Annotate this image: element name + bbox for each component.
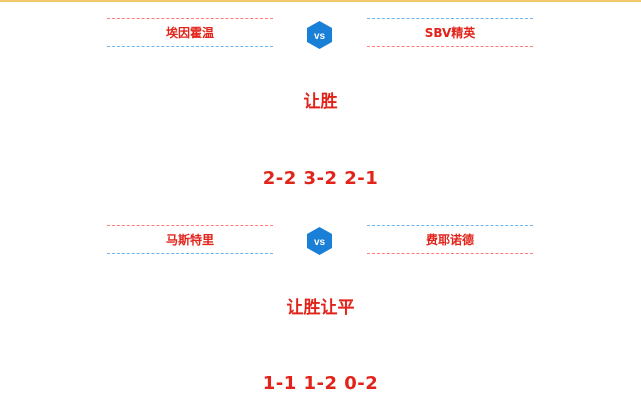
- score-predictions: 1-1 1-2 0-2: [262, 373, 379, 394]
- match-card-1: 埃因霍温 vs SBV精英 让胜 2-2 3-2 2-1: [0, 0, 641, 206]
- home-team-name[interactable]: 马斯特里: [107, 225, 273, 254]
- away-team-name[interactable]: SBV精英: [367, 18, 533, 47]
- away-team-name[interactable]: 费耶诺德: [367, 225, 533, 254]
- vs-label: vs: [314, 31, 326, 42]
- top-divider: [0, 0, 641, 2]
- away-team-label: 费耶诺德: [425, 233, 474, 247]
- home-team-label: 埃因霍温: [165, 26, 214, 40]
- home-team-label: 马斯特里: [165, 233, 214, 247]
- betting-pick: 让胜让平: [286, 298, 355, 318]
- match-card-2: 马斯特里 vs 费耶诺德 让胜让平 1-1 1-2 0-2: [0, 206, 641, 413]
- away-team-label: SBV精英: [424, 26, 476, 40]
- vs-label: vs: [314, 237, 326, 248]
- score-predictions: 2-2 3-2 2-1: [262, 168, 379, 189]
- home-team-name[interactable]: 埃因霍温: [107, 18, 273, 47]
- vs-icon: vs: [307, 227, 332, 255]
- betting-pick: 让胜: [303, 92, 338, 112]
- vs-icon: vs: [307, 21, 332, 49]
